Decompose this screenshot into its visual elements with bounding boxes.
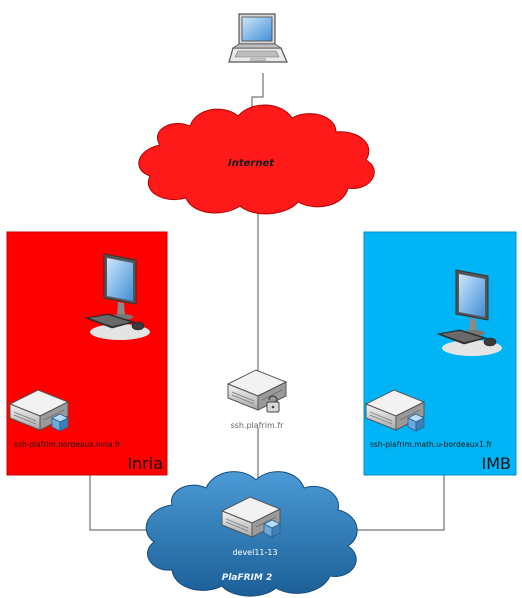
- internet-label: Internet: [228, 158, 275, 169]
- inria-zone-label: Inria: [127, 454, 163, 473]
- laptop-icon: [228, 13, 288, 63]
- link-inria-plafrim: [89, 475, 168, 531]
- cube-icon: [51, 413, 69, 432]
- cube-icon: [263, 519, 281, 538]
- plafrim-cloud: devel11-13 PlaFRIM 2: [145, 471, 358, 597]
- gateway-label: ssh.plafrim.fr: [231, 421, 285, 430]
- cloud-icon: [138, 104, 375, 215]
- inria-server-label: ssh-plafrim.bordeaux.inria.fr: [14, 440, 122, 449]
- cube-icon: [407, 413, 425, 432]
- imb-zone: ssh-plafrim.math.u-bordeaux1.fr IMB: [363, 231, 517, 476]
- plafrim-label: PlaFRIM 2: [222, 573, 273, 583]
- imb-zone-label: IMB: [482, 454, 512, 473]
- lock-icon: [266, 395, 280, 413]
- internet-cloud: Internet: [138, 104, 375, 215]
- inria-zone: ssh-plafrim.bordeaux.inria.fr Inria: [6, 231, 168, 476]
- imb-server-label: ssh-plafrim.math.u-bordeaux1.fr: [370, 440, 493, 449]
- link-imb-plafrim: [348, 475, 445, 531]
- gateway: ssh.plafrim.fr: [227, 369, 287, 430]
- inria-zone-box: [6, 231, 168, 476]
- devel-label: devel11-13: [232, 548, 277, 557]
